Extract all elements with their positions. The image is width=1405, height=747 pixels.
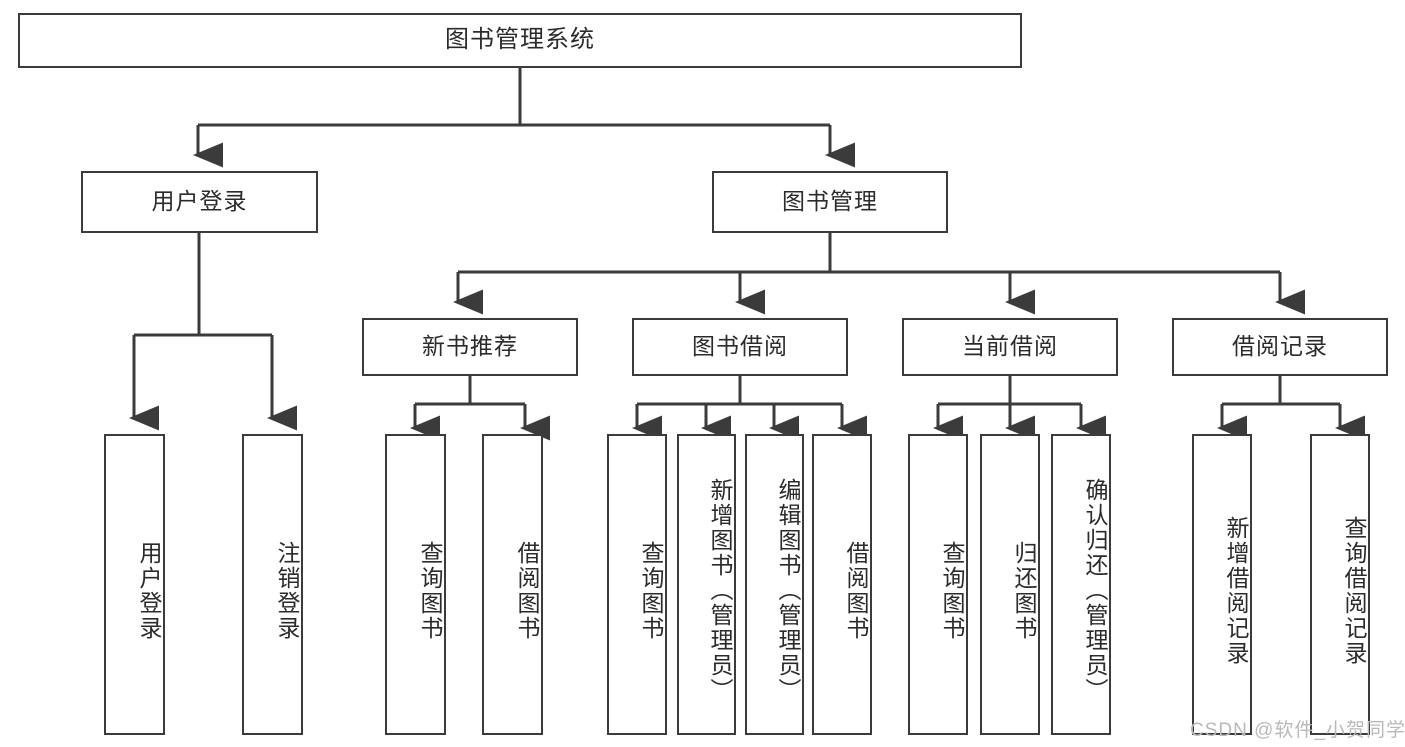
leaf-add-borrow-record[interactable]: 新增借阅记录 [1192, 434, 1252, 735]
node-new-book-recommend[interactable]: 新书推荐 [362, 318, 578, 376]
leaf-edit-book[interactable]: 编辑图书（管理员） [745, 434, 804, 735]
csdn-watermark: CSDN @软件_小贺同学 [1190, 715, 1405, 742]
node-current-borrow[interactable]: 当前借阅 [902, 318, 1118, 376]
node-label: 图书管理 [782, 188, 878, 215]
node-book-borrow[interactable]: 图书借阅 [632, 318, 848, 376]
node-book-management[interactable]: 图书管理 [712, 171, 948, 233]
leaf-borrow-books-recommend[interactable]: 借阅图书 [482, 434, 543, 735]
leaf-logout-login[interactable]: 注销登录 [242, 434, 303, 735]
node-label: 新增借阅记录 [1223, 515, 1249, 666]
node-label: 查询图书 [638, 540, 664, 641]
node-borrow-record[interactable]: 借阅记录 [1172, 318, 1388, 376]
node-label: 图书借阅 [692, 333, 788, 360]
node-label: 注销登录 [274, 540, 300, 641]
node-label: 归还图书 [1011, 540, 1037, 641]
node-label: 图书管理系统 [445, 26, 595, 54]
watermark-text: CSDN @软件_小贺同学 [1190, 720, 1405, 741]
node-label: 借阅记录 [1232, 333, 1328, 360]
node-label: 用户登录 [136, 540, 162, 641]
leaf-query-books-borrow[interactable]: 查询图书 [607, 434, 667, 735]
node-label: 编辑图书（管理员） [775, 478, 801, 703]
leaf-confirm-return[interactable]: 确认归还（管理员） [1051, 434, 1111, 735]
leaf-borrow-books-borrow[interactable]: 借阅图书 [812, 434, 872, 735]
node-label: 查询图书 [939, 540, 965, 641]
leaf-add-book[interactable]: 新增图书（管理员） [677, 434, 736, 735]
leaf-query-borrow-record[interactable]: 查询借阅记录 [1310, 434, 1370, 735]
leaf-return-book[interactable]: 归还图书 [980, 434, 1040, 735]
leaf-query-books-current[interactable]: 查询图书 [908, 434, 968, 735]
node-label: 用户登录 [151, 188, 248, 215]
leaf-query-books-recommend[interactable]: 查询图书 [385, 434, 446, 735]
node-label: 查询借阅记录 [1341, 515, 1367, 666]
node-user-login[interactable]: 用户登录 [81, 171, 318, 233]
node-label: 当前借阅 [962, 333, 1058, 360]
node-label: 新书推荐 [422, 333, 518, 360]
node-label: 借阅图书 [843, 540, 869, 641]
node-label: 借阅图书 [514, 540, 540, 641]
node-label: 确认归还（管理员） [1082, 478, 1108, 703]
node-label: 新增图书（管理员） [707, 478, 733, 703]
node-label: 查询图书 [417, 540, 443, 641]
leaf-user-login[interactable]: 用户登录 [104, 434, 165, 735]
node-root-system[interactable]: 图书管理系统 [18, 13, 1022, 68]
